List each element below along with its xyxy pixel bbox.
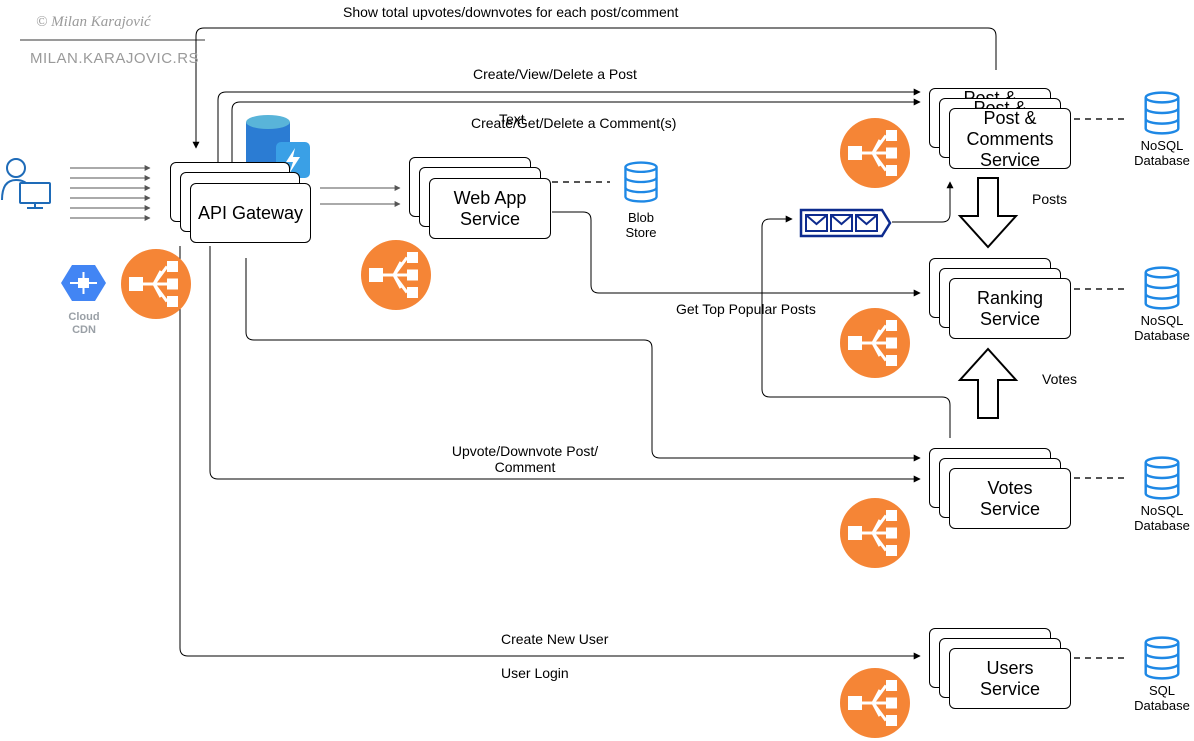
votes-flow-label: Votes <box>1042 371 1078 387</box>
post-comments-label: Post & Comments Service <box>950 108 1070 171</box>
edge-label-create-user: Create New User <box>501 631 609 647</box>
ranking-db-label: NoSQL Database <box>1127 313 1194 343</box>
votes-label: Votes Service <box>950 478 1070 520</box>
message-queue-icon <box>799 208 892 238</box>
load-balancer-icon <box>361 240 431 310</box>
azure-cache-icon <box>246 115 310 178</box>
users-service-box[interactable]: Users Service <box>949 648 1071 709</box>
load-balancer-icon <box>840 668 910 738</box>
votes-flow-arrow <box>957 347 1019 419</box>
connectors <box>179 27 997 660</box>
cloud-cdn-icon <box>61 265 106 301</box>
votes-db-line1: NoSQL <box>1140 503 1184 518</box>
webapp-label-line2: Service <box>459 209 521 229</box>
post-db-line2: Database <box>1134 153 1190 168</box>
post-comments-service-box[interactable]: Post & Comments Service <box>949 108 1071 171</box>
database-icon <box>1144 266 1180 310</box>
users-db-line1: SQL <box>1148 683 1175 698</box>
blob-store-label: Blob Store <box>606 210 676 240</box>
votes-service-box[interactable]: Votes Service <box>949 468 1071 529</box>
post-db-line1: NoSQL <box>1140 138 1184 153</box>
edge-totals <box>192 27 997 149</box>
webapp-service-box[interactable]: Web App Service <box>429 178 551 239</box>
load-balancer-icon <box>840 118 910 188</box>
edge-votes-to-queue <box>761 215 951 438</box>
votes-label-line1: Votes <box>987 478 1033 498</box>
edge-label-vote-line1: Upvote/Downvote Post/ <box>451 443 599 459</box>
edge-create-user <box>179 246 921 660</box>
webapp-label-line1: Web App <box>453 188 527 208</box>
votes-label-line2: Service <box>979 499 1041 519</box>
load-balancer-icon <box>121 249 191 319</box>
edge-queue-to-post <box>892 181 954 223</box>
load-balancer-icon <box>840 498 910 568</box>
users-db-label: SQL Database <box>1127 683 1194 713</box>
db-links <box>552 118 1128 659</box>
blob-store-label-line1: Blob <box>627 210 655 225</box>
edge-vote <box>209 246 921 483</box>
users-label-line1: Users <box>986 658 1034 678</box>
edge-label-create-post: Create/View/Delete a Post <box>473 66 637 82</box>
edge-label-user-login: User Login <box>501 665 569 681</box>
post-label-line2: Comments <box>966 129 1054 149</box>
edge-label-vote-line2: Comment <box>494 459 556 475</box>
copyright-watermark: © Milan Karajović <box>36 14 151 30</box>
votes-db-line2: Database <box>1134 518 1190 533</box>
edge-label-text: Text <box>499 111 525 127</box>
edge-create-post <box>217 88 921 172</box>
votes-db-label: NoSQL Database <box>1127 503 1194 533</box>
site-watermark: MILAN.KARAJOVIC.RS <box>30 50 200 67</box>
database-icon <box>1144 636 1180 680</box>
cdn-label-line1: Cloud <box>68 311 100 323</box>
webapp-label: Web App Service <box>430 188 550 230</box>
edge-create-comment <box>231 98 921 172</box>
cdn-label: Cloud CDN <box>60 311 108 337</box>
blob-store-icon <box>623 161 659 203</box>
database-icon <box>1144 91 1180 135</box>
ranking-label: Ranking Service <box>950 288 1070 330</box>
users-db-line2: Database <box>1134 698 1190 713</box>
ranking-db-line2: Database <box>1134 328 1190 343</box>
users-label-line2: Service <box>979 679 1041 699</box>
api-gateway-label: API Gateway <box>197 203 304 223</box>
edge-label-create-comment: Create/Get/Delete a Comment(s) <box>471 115 677 131</box>
ranking-db-line1: NoSQL <box>1140 313 1184 328</box>
ranking-label-line1: Ranking <box>976 288 1044 308</box>
edge-top-posts <box>552 211 921 297</box>
blob-store-label-line2: Store <box>625 225 657 240</box>
edge-label-totals: Show total upvotes/downvotes for each po… <box>343 4 679 20</box>
gateway-to-webapp-arrows <box>320 185 401 207</box>
post-label-line1: Post & <box>983 108 1037 128</box>
edge-label-vote: Upvote/Downvote Post/ Comment <box>425 443 625 475</box>
ranking-service-box[interactable]: Ranking Service <box>949 278 1071 339</box>
edge-label-top-posts: Get Top Popular Posts <box>676 301 816 317</box>
ranking-label-line2: Service <box>979 309 1041 329</box>
posts-flow-label: Posts <box>1032 191 1068 207</box>
api-gateway-box[interactable]: API Gateway <box>190 183 311 243</box>
post-db-label: NoSQL Database <box>1127 138 1194 168</box>
post-label-line3: Service <box>979 150 1041 170</box>
users-label: Users Service <box>950 658 1070 700</box>
load-balancer-icon <box>840 308 910 378</box>
user-computer-icon <box>1 158 51 209</box>
posts-flow-arrow <box>957 177 1019 249</box>
edge-gateway-to-votes <box>245 258 921 462</box>
client-request-arrows <box>70 165 151 221</box>
database-icon <box>1144 456 1180 500</box>
cdn-label-line2: CDN <box>72 324 96 336</box>
